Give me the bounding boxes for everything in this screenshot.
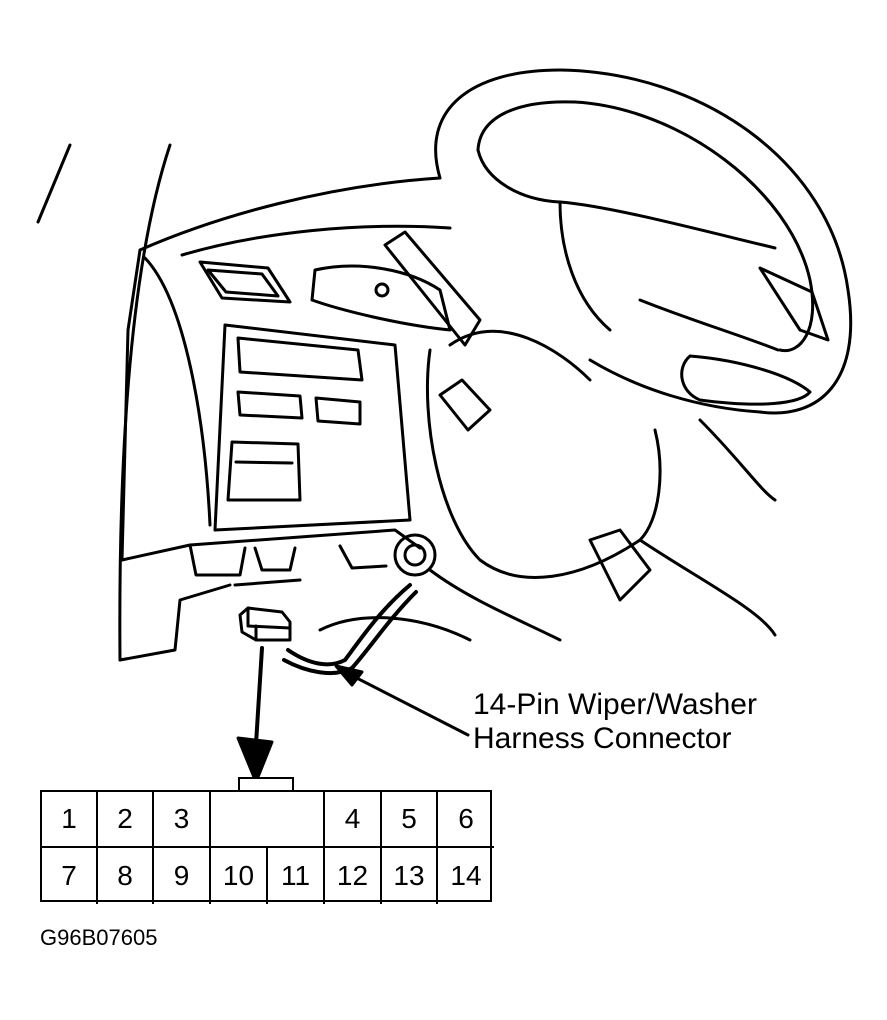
pin-9: 9 [154, 848, 211, 904]
callout-arrow [334, 664, 470, 737]
connector-key [238, 777, 294, 792]
pin-1: 1 [42, 792, 98, 848]
center-vents [198, 260, 452, 332]
callout-line-1: 14-Pin Wiper/Washer [473, 688, 757, 721]
dashboard-top [120, 176, 452, 562]
connector-callout: 14-Pin Wiper/Washer Harness Connector [473, 688, 757, 756]
pin-blank [211, 792, 325, 848]
pin-5: 5 [382, 792, 438, 848]
pin-4: 4 [325, 792, 382, 848]
harness-connector [238, 606, 292, 642]
connector-pin-diagram: 1 2 3 4 5 6 7 8 9 10 11 12 13 14 [40, 790, 494, 904]
pin-8: 8 [98, 848, 154, 904]
pin-12: 12 [325, 848, 382, 904]
pin-7: 7 [42, 848, 98, 904]
lower-dash [118, 528, 422, 662]
pin-11: 11 [268, 848, 325, 904]
pin-3: 3 [154, 792, 211, 848]
pin-6: 6 [438, 792, 494, 848]
steering-wheel [434, 68, 853, 415]
figure-id: G96B07605 [40, 925, 158, 950]
center-console [143, 256, 412, 532]
ignition-area [318, 533, 562, 642]
steering-column [383, 230, 777, 637]
pin-10: 10 [211, 848, 268, 904]
pin-2: 2 [98, 792, 154, 848]
pin-14: 14 [450, 860, 482, 891]
pin-13: 13 [382, 848, 438, 904]
callout-line-2: Harness Connector [473, 722, 732, 755]
a-pillar [36, 143, 172, 662]
connector-pointer-arrow [236, 646, 274, 784]
wiring-harness [282, 583, 418, 676]
